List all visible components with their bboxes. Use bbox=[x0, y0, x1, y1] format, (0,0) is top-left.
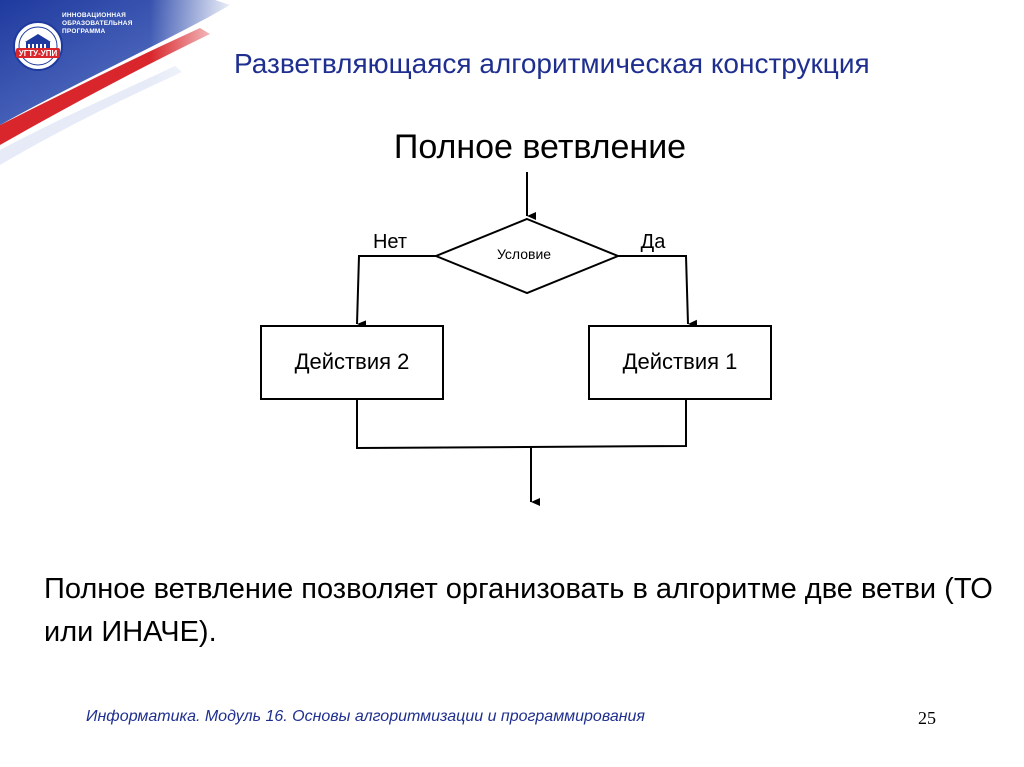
condition-label: Условие bbox=[497, 246, 551, 262]
page-number: 25 bbox=[918, 708, 936, 728]
university-emblem: УГТУ-УПИ bbox=[13, 21, 63, 71]
footer-text: Информатика. Модуль 16. Основы алгоритми… bbox=[86, 708, 645, 725]
merge-line bbox=[356, 400, 687, 450]
no-branch-arrow bbox=[356, 255, 436, 329]
logo-caption-line: Инновационная bbox=[62, 12, 127, 19]
left-action-label: Действия 2 bbox=[295, 349, 410, 374]
condition-diamond bbox=[433, 217, 621, 295]
action-box-left bbox=[260, 325, 444, 400]
logo-caption-line: программа bbox=[62, 28, 106, 35]
right-action-label: Действия 1 bbox=[623, 349, 738, 374]
logo-area: УГТУ-УПИ Инновационная образовательная п… bbox=[0, 0, 240, 170]
slide-subtitle: Полное ветвление bbox=[393, 128, 687, 166]
slide-title: Разветвляющаяся алгоритмическая конструк… bbox=[234, 48, 870, 79]
logo-caption: Инновационная образовательная программа bbox=[62, 12, 152, 36]
no-label: Нет bbox=[373, 231, 407, 253]
action-box-right bbox=[588, 325, 772, 400]
emblem-badge: УГТУ-УПИ bbox=[19, 49, 58, 58]
logo-caption-line: образовательная bbox=[62, 20, 133, 27]
body-text: Полное ветвление позволяет организовать … bbox=[44, 573, 993, 648]
yes-label: Да bbox=[641, 231, 667, 253]
yes-branch-arrow bbox=[618, 255, 698, 328]
